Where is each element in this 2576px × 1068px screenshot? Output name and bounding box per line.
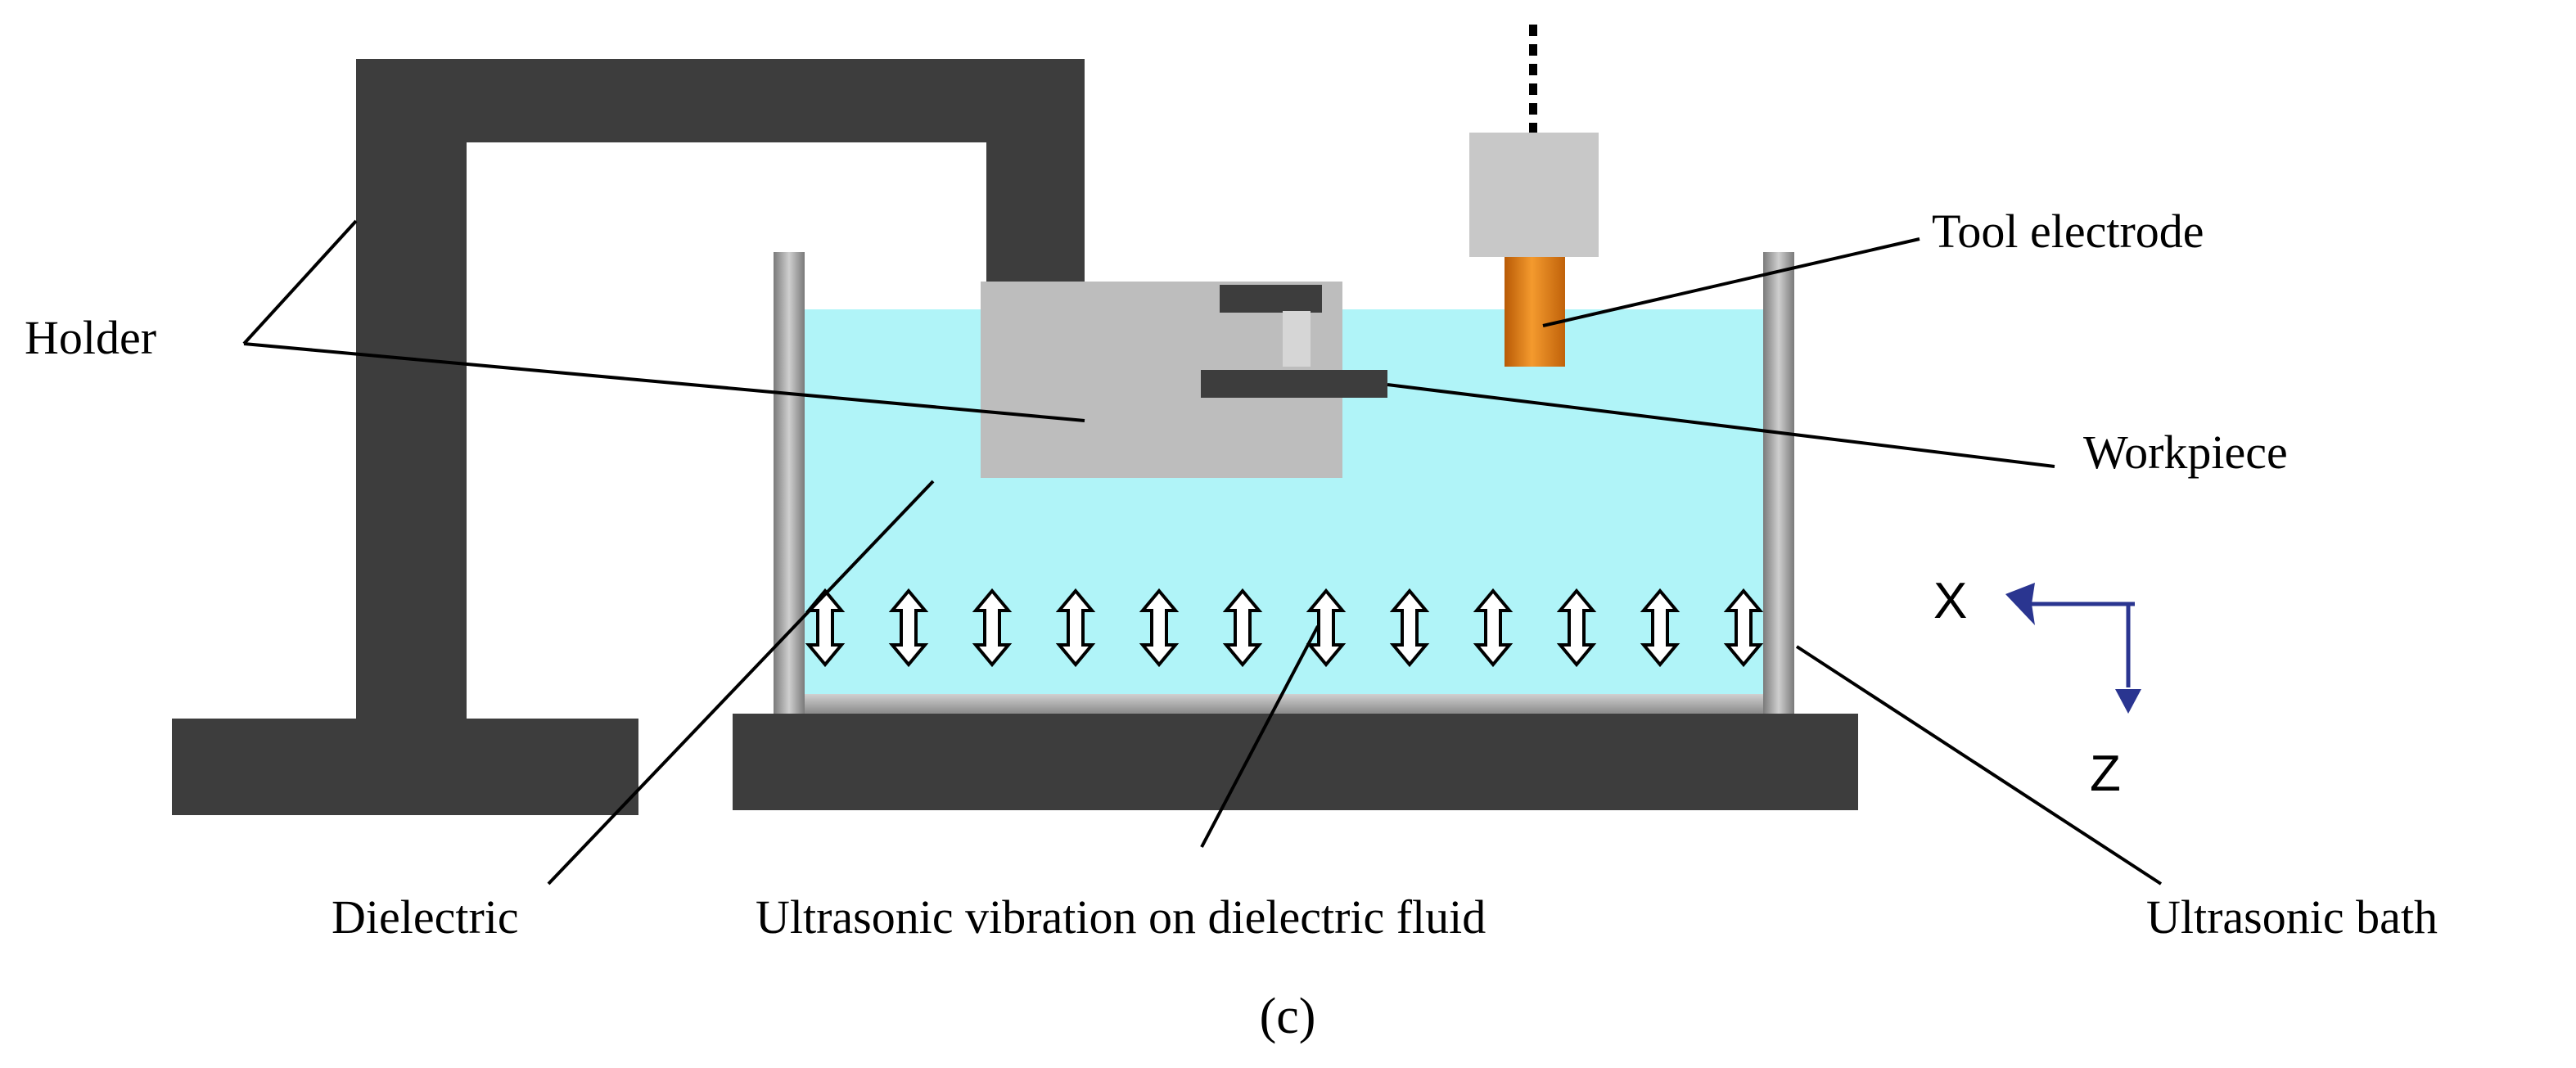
vibration-double-arrow	[1389, 588, 1430, 668]
vibration-double-arrow	[1055, 588, 1096, 668]
leader-dielectric	[547, 480, 935, 885]
label-dielectric: Dielectric	[332, 890, 519, 944]
leader-bath	[1795, 645, 2163, 885]
holder-frame	[172, 59, 1085, 815]
leader-lines	[242, 219, 2163, 885]
vibration-double-arrow	[972, 588, 1013, 668]
label-vibration: Ultrasonic vibration on dielectric fluid	[756, 890, 1486, 944]
label-workpiece: Workpiece	[2083, 426, 2288, 479]
clamp-upper-jaw	[1220, 285, 1322, 313]
vibration-double-arrow	[1723, 588, 1764, 668]
vibration-double-arrow	[805, 588, 846, 668]
label-ultrasonic-bath: Ultrasonic bath	[2146, 890, 2438, 944]
vibration-double-arrow	[1640, 588, 1680, 668]
vibration-double-arrow	[1139, 588, 1180, 668]
workpiece-plate	[1201, 370, 1387, 398]
holder-right-column	[986, 59, 1085, 296]
holder-top-bar	[356, 59, 1085, 142]
axis-indicator	[2005, 583, 2141, 714]
leader-workpiece	[1387, 383, 2055, 468]
clamp-screw	[1283, 311, 1311, 367]
leader-holder-frame	[242, 219, 358, 345]
bath-left-wall	[774, 252, 805, 714]
workpiece-fixture	[981, 282, 1387, 478]
leader-tool-electrode	[1542, 237, 1920, 327]
vibration-double-arrow	[1222, 588, 1263, 668]
holder-left-column	[356, 59, 467, 730]
axis-label-z: Z	[2090, 746, 2121, 802]
vibration-double-arrow	[1306, 588, 1347, 668]
z-axis-arrowhead	[2115, 689, 2141, 714]
bath-right-wall	[1763, 252, 1794, 714]
axis-label-x: X	[1933, 573, 1967, 629]
holder-base	[172, 719, 638, 815]
tool-spindle	[1469, 133, 1599, 257]
label-holder: Holder	[25, 311, 156, 364]
vibration-arrows	[805, 588, 1764, 668]
tool-electrode-assembly	[1469, 25, 1599, 367]
x-axis-arrowhead	[2005, 583, 2035, 625]
bath-floor	[786, 694, 1782, 714]
label-tool-electrode: Tool electrode	[1932, 205, 2204, 258]
vibration-double-arrow	[1473, 588, 1514, 668]
vibration-double-arrow	[888, 588, 929, 668]
tool-electrode-rod	[1505, 257, 1565, 367]
leader-holder-block	[243, 342, 1085, 422]
vibration-double-arrow	[1556, 588, 1597, 668]
bath-base	[733, 714, 1858, 810]
panel-label: (c)	[1260, 989, 1316, 1044]
leader-vibration	[1200, 625, 1320, 848]
